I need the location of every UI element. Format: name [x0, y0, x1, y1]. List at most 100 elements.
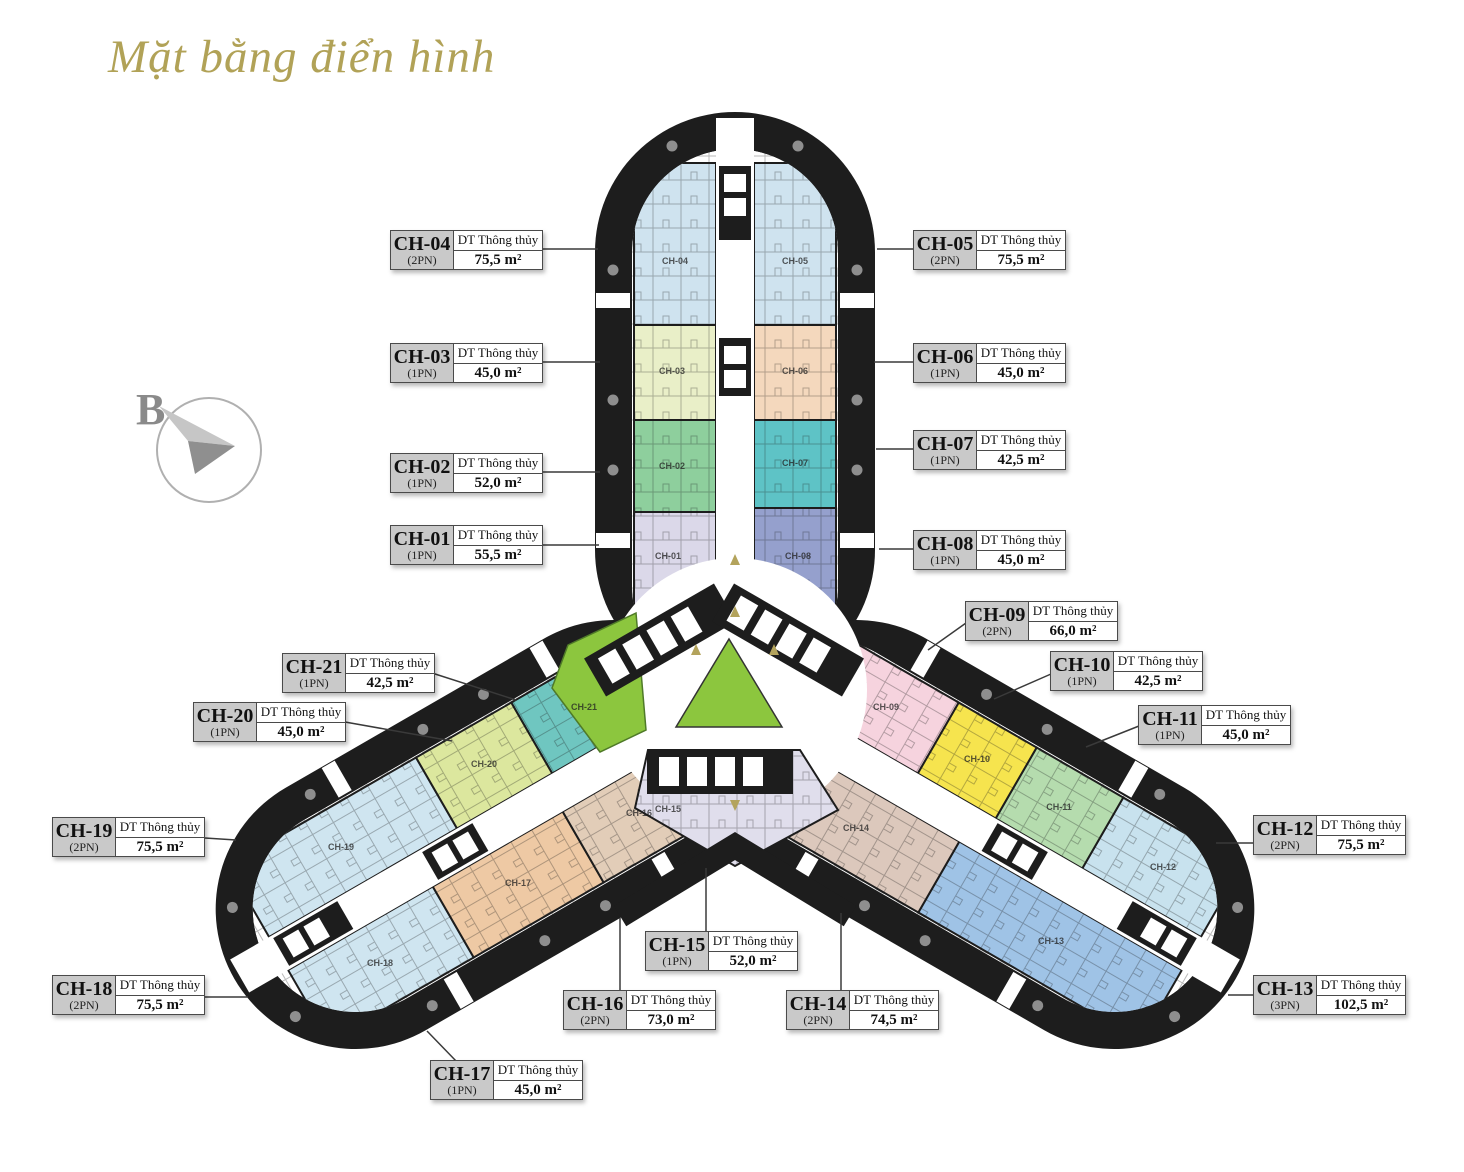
svg-text:CH-05: CH-05 [782, 256, 808, 266]
unit-id: CH-01 [393, 527, 451, 550]
unit-type: (2PN) [1270, 837, 1300, 852]
unit-id: CH-10 [1053, 653, 1111, 676]
area-value: 75,5 m² [474, 251, 522, 268]
area-caption: DT Thông thủy [494, 1061, 582, 1081]
area-value: 52,0 m² [729, 952, 777, 969]
unit-id: CH-08 [916, 532, 974, 555]
area-value: 45,0 m² [1222, 726, 1270, 743]
area-value: 42,5 m² [366, 674, 414, 691]
area-caption: DT Thông thủy [454, 526, 542, 546]
unit-id: CH-20 [196, 704, 254, 727]
area-caption: DT Thông thủy [116, 818, 204, 838]
area-caption: DT Thông thủy [977, 344, 1065, 364]
compass-circle [156, 397, 262, 503]
area-caption: DT Thông thủy [454, 344, 542, 364]
svg-text:CH-09: CH-09 [873, 702, 899, 712]
unit-type: (2PN) [930, 252, 960, 267]
svg-text:CH-06: CH-06 [782, 366, 808, 376]
compass-arrow-icon [159, 406, 235, 474]
area-value: 42,5 m² [997, 451, 1045, 468]
area-caption: DT Thông thủy [977, 531, 1065, 551]
area-value: 45,0 m² [474, 364, 522, 381]
balcony-dots [226, 688, 611, 1023]
area-caption: DT Thông thủy [977, 231, 1065, 251]
unit-type: (1PN) [1067, 673, 1097, 688]
area-value: 75,5 m² [136, 838, 184, 855]
unit-id: CH-05 [916, 232, 974, 255]
unit-id: CH-06 [916, 345, 974, 368]
compass [156, 397, 262, 503]
courtyard-triangle [674, 637, 784, 728]
unit-id: CH-07 [916, 432, 974, 455]
area-value: 45,0 m² [997, 551, 1045, 568]
balcony-dots [859, 688, 1244, 1023]
unit-type: (1PN) [930, 452, 960, 467]
unit-id: CH-09 [968, 603, 1026, 626]
compass-label: B [136, 385, 166, 434]
unit-id: CH-03 [393, 345, 451, 368]
unit-type: (2PN) [803, 1012, 833, 1027]
unit-id: CH-17 [433, 1062, 491, 1085]
unit-id: CH-04 [393, 232, 451, 255]
unit-id: CH-13 [1256, 977, 1314, 1000]
elevator-core-west [584, 583, 736, 697]
unit-type: (2PN) [407, 252, 437, 267]
page-title: Mặt bằng điển hình [108, 31, 496, 83]
svg-text:CH-21: CH-21 [571, 702, 597, 712]
unit-id: CH-12 [1256, 817, 1314, 840]
unit-type: (2PN) [982, 623, 1012, 638]
unit-type: (1PN) [447, 1082, 477, 1097]
unit-id: CH-14 [789, 992, 847, 1015]
area-value: 42,5 m² [1134, 672, 1182, 689]
valley-wall [613, 831, 857, 927]
area-caption: DT Thông thủy [709, 932, 797, 952]
elevator-core-east [712, 583, 864, 697]
unit-id: CH-21 [285, 655, 343, 678]
svg-text:CH-07: CH-07 [782, 458, 808, 468]
svg-text:CH-10: CH-10 [964, 754, 990, 764]
svg-text:CH-17: CH-17 [505, 878, 531, 888]
unit-type: (1PN) [930, 552, 960, 567]
elevator-core-south [647, 750, 793, 794]
unit-type: (1PN) [1155, 727, 1185, 742]
svg-text:CH-20: CH-20 [471, 759, 497, 769]
leader-lines [204, 248, 1254, 1063]
area-value: 45,0 m² [514, 1081, 562, 1098]
balcony-dots [607, 140, 863, 476]
area-value: 66,0 m² [1049, 622, 1097, 639]
svg-text:CH-14: CH-14 [843, 823, 869, 833]
area-caption: DT Thông thủy [850, 991, 938, 1011]
unit-type: (1PN) [662, 953, 692, 968]
area-caption: DT Thông thủy [346, 654, 434, 674]
area-value: 52,0 m² [474, 474, 522, 491]
area-value: 75,5 m² [136, 996, 184, 1013]
area-caption: DT Thông thủy [454, 231, 542, 251]
unit-id: CH-11 [1142, 707, 1198, 730]
area-caption: DT Thông thủy [1202, 706, 1290, 726]
unit-id: CH-16 [566, 992, 624, 1015]
area-caption: DT Thông thủy [977, 431, 1065, 451]
svg-text:CH-13: CH-13 [1038, 936, 1064, 946]
corridor [725, 673, 1240, 993]
area-caption: DT Thông thủy [1317, 816, 1405, 836]
area-value: 73,0 m² [647, 1011, 695, 1028]
area-value: 45,0 m² [277, 723, 325, 740]
unit-id: CH-15 [648, 933, 706, 956]
